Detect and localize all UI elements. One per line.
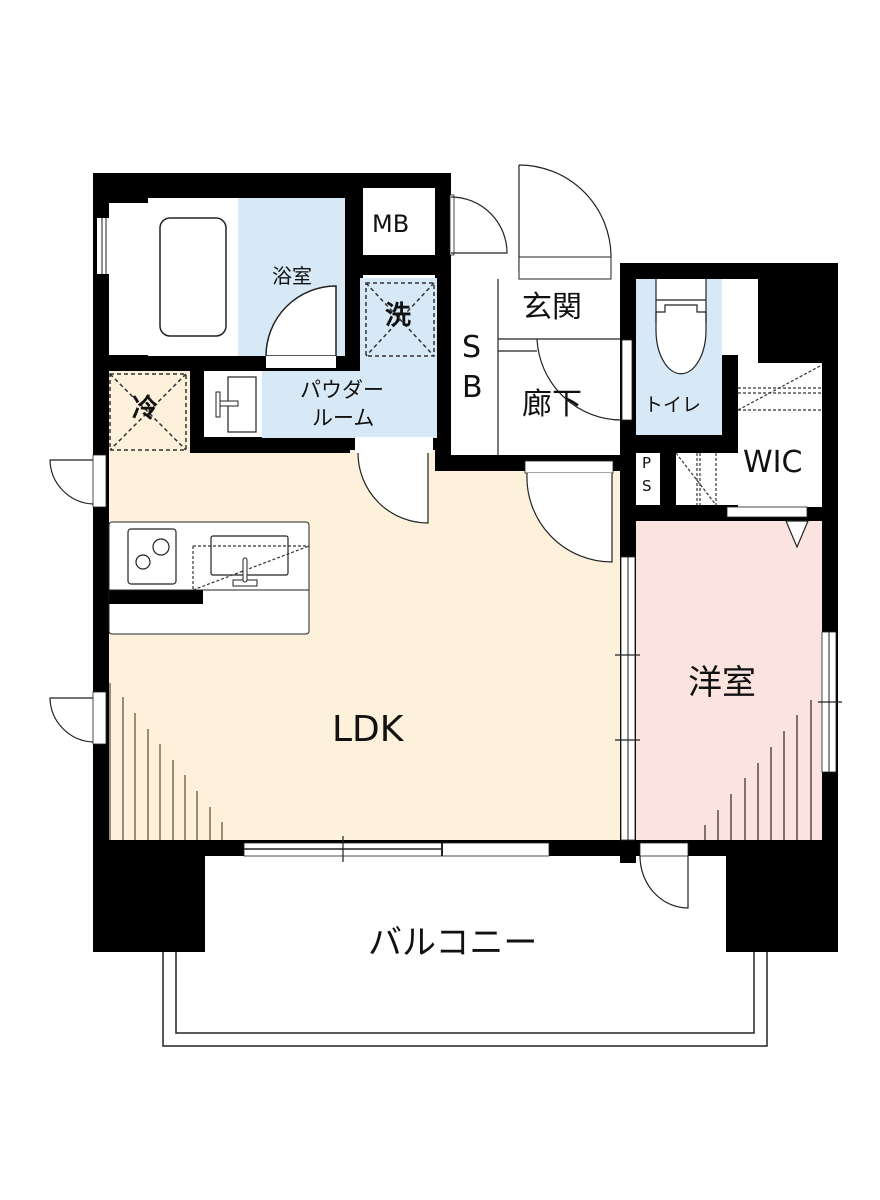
washer-space-icon: [365, 282, 435, 357]
room-label-bathroom: 浴室: [272, 264, 312, 288]
bathroom-door-swing[interactable]: [265, 285, 337, 357]
pipe-space: [636, 453, 660, 505]
hall-door-swing[interactable]: [536, 338, 623, 421]
kitchen-sink-icon: [210, 535, 289, 576]
powder-door-swing[interactable]: [357, 452, 429, 524]
entrance-hall-area: [451, 279, 620, 455]
hall-ldk-door-swing[interactable]: [526, 472, 613, 563]
bathtub-area: [148, 198, 238, 356]
room-label-hallway: 廊下: [522, 387, 582, 422]
bedroom-balcony-door-swing[interactable]: [639, 855, 689, 909]
ldk-sunlight-lines: [109, 683, 223, 840]
room-label-ps-s: S: [642, 477, 652, 495]
room-label-ps-p: P: [642, 454, 652, 472]
toilet-bowl-icon: [655, 279, 707, 375]
room-label-entrance: 玄関: [522, 290, 582, 325]
room-label-balcony: バルコニー: [368, 923, 538, 963]
meter-box: [363, 188, 435, 255]
room-label-meter-box: MB: [372, 210, 410, 238]
bedroom-closet-marker: [785, 520, 809, 549]
bathtub-icon: [159, 217, 227, 337]
room-label-bedroom: 洋室: [688, 663, 756, 703]
room-label-shoe-box-b: B: [462, 370, 483, 405]
bath-window: [97, 218, 141, 274]
powder-room-floor: [262, 371, 437, 438]
room-label-toilet: トイレ: [644, 394, 702, 416]
fridge-space-icon: [109, 373, 187, 451]
room-label-powder-room-2: ルーム: [312, 406, 375, 430]
left-door-swing-upper[interactable]: [49, 459, 94, 505]
room-label-fridge: 冷: [132, 394, 159, 424]
entrance-door-swing[interactable]: [518, 164, 612, 258]
wic-floor: [738, 365, 822, 507]
bedroom-floor: [636, 521, 822, 840]
room-label-powder-room-1: パウダー: [300, 378, 384, 402]
room-label-wic: WIC: [743, 445, 803, 480]
mb-door-swing[interactable]: [450, 196, 508, 254]
balcony-floor: [200, 852, 736, 1002]
wic-shelf-icon: [737, 364, 823, 411]
room-label-ldk: LDK: [332, 709, 404, 750]
room-label-shoe-box-s: S: [462, 330, 482, 365]
left-door-swing-lower[interactable]: [49, 697, 94, 743]
stove-icon: [127, 528, 177, 585]
bedroom-sunlight-lines: [704, 700, 812, 840]
room-label-washer: 洗: [385, 301, 412, 331]
